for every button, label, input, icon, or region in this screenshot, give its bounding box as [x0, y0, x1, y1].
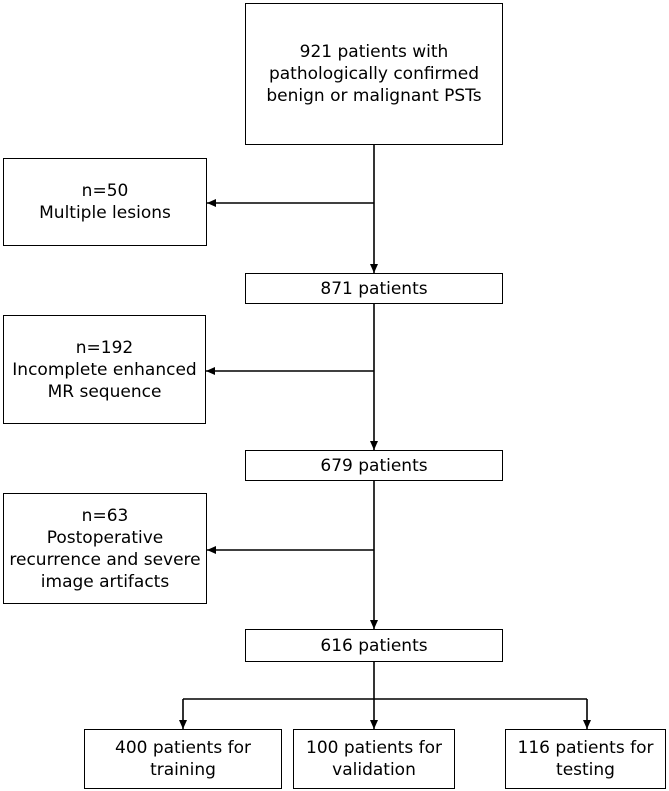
step-679-label: 679 patients — [320, 455, 428, 476]
exclusion-1-count: n=50 — [81, 181, 129, 201]
exclusion-3-reason-2: recurrence and severe — [9, 549, 201, 570]
exclusion-3-reason-1: Postoperative — [46, 527, 164, 548]
training-line-1: 400 patients for — [115, 738, 251, 758]
start-line-2: pathologically confirmed — [268, 64, 480, 84]
exclusion-3-count: n=63 — [81, 505, 129, 526]
validation-line-2: validation — [332, 760, 416, 780]
training-line-2: training — [150, 760, 216, 780]
testing-box: 116 patients for testing — [505, 729, 666, 789]
step-616-label: 616 patients — [320, 635, 428, 656]
start-line-3: benign or malignant PSTs — [266, 86, 482, 106]
step-box-871: 871 patients — [245, 273, 503, 304]
training-box: 400 patients for training — [84, 729, 282, 789]
exclusion-2-count: n=192 — [75, 337, 134, 358]
step-box-616: 616 patients — [245, 629, 503, 662]
exclusion-3-reason-3: image artifacts — [40, 571, 170, 592]
validation-line-1: 100 patients for — [306, 738, 442, 758]
exclusion-1-reason: Multiple lesions — [39, 203, 171, 223]
exclusion-2-reason-2: MR sequence — [47, 381, 162, 402]
exclusion-box-2: n=192 Incomplete enhanced MR sequence — [3, 315, 206, 424]
step-box-679: 679 patients — [245, 450, 503, 481]
exclusion-2-reason-1: Incomplete enhanced — [12, 359, 197, 380]
validation-box: 100 patients for validation — [293, 729, 455, 789]
start-line-1: 921 patients with — [299, 42, 449, 62]
start-box: 921 patients with pathologically confirm… — [245, 3, 503, 145]
testing-line-1: 116 patients for — [517, 738, 654, 758]
testing-line-2: testing — [556, 760, 615, 780]
exclusion-box-3: n=63 Postoperative recurrence and severe… — [3, 493, 207, 604]
exclusion-box-1: n=50 Multiple lesions — [3, 158, 207, 246]
step-871-label: 871 patients — [320, 278, 428, 299]
